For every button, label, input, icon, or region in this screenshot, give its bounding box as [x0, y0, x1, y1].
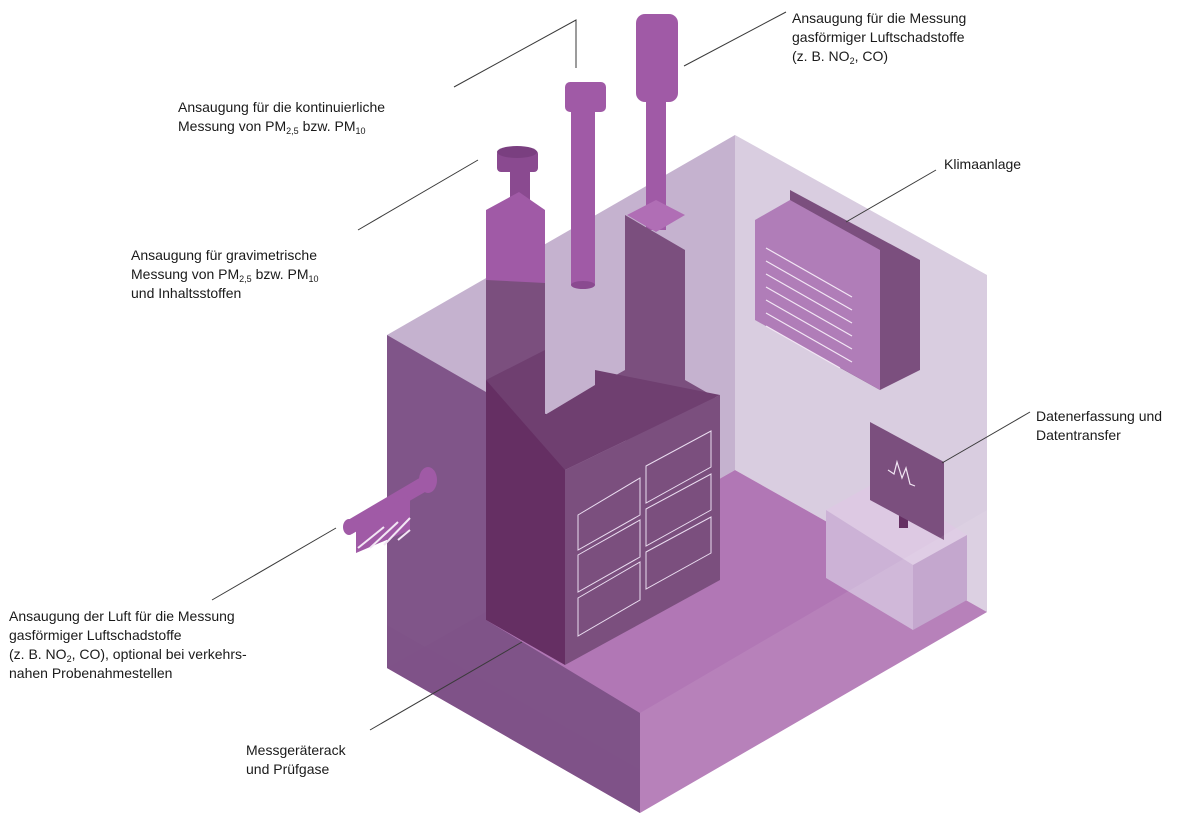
rack-top — [486, 350, 720, 470]
label-pm-continuous: Ansaugung für die kontinuierliche Messun… — [178, 98, 385, 136]
label-luft-line3: (z. B. NO2, CO), optional bei verkehrs- — [9, 646, 247, 664]
label-gas-inlet-line1: Ansaugung für die Messung — [792, 10, 967, 26]
leader-pm-gravimetric — [357, 159, 479, 231]
front-left-wall — [387, 335, 640, 813]
label-pm-gravimetric-line3: und Inhaltsstoffen — [131, 285, 242, 301]
label-klimaanlage: Klimaanlage — [944, 155, 1021, 174]
label-gas-inlet-line3: (z. B. NO2, CO) — [792, 48, 889, 66]
pm-continuous-inlet — [565, 82, 606, 289]
leader-klima — [845, 169, 937, 223]
label-gas-inlet-line2: gasförmiger Luftschadstoffe — [792, 29, 965, 45]
rack-side — [565, 395, 720, 665]
label-pm-continuous-line2: Messung von PM2,5 bzw. PM10 — [178, 118, 366, 136]
label-datenerfassung: Datenerfassung und Datentransfer — [1036, 407, 1162, 445]
ac-vents — [765, 247, 853, 369]
label-datenerfassung-line1: Datenerfassung und — [1036, 408, 1163, 424]
equipment-table-top — [826, 480, 967, 565]
label-pm-gravimetric-line2: Messung von PM2,5 bzw. PM10 — [131, 266, 319, 284]
rack-drawers — [577, 430, 712, 637]
pm-gravimetric-inlet — [486, 146, 545, 298]
leader-rack — [369, 641, 523, 731]
label-luft-line4: nahen Probenahmestellen — [9, 665, 173, 681]
leader-gas-top — [683, 11, 787, 67]
label-pm-continuous-line1: Ansaugung für die kontinuierliche — [178, 99, 386, 115]
label-pm-gravimetric: Ansaugung für gravimetrische Messung von… — [131, 246, 319, 303]
label-klimaanlage-line1: Klimaanlage — [944, 156, 1022, 172]
label-messgeraeterack: Messgeräterack und Prüfgase — [246, 741, 346, 779]
label-luft-line2: gasförmiger Luftschadstoffe — [9, 627, 182, 643]
label-datenerfassung-line2: Datentransfer — [1036, 427, 1121, 443]
data-monitor — [870, 422, 944, 540]
label-pm-gravimetric-line1: Ansaugung für gravimetrische — [131, 247, 317, 263]
leader-pm-continuous — [453, 19, 577, 88]
ac-front — [755, 200, 880, 390]
equipment-table-front — [826, 510, 913, 630]
rack-front — [486, 380, 565, 665]
equipment-table-side — [913, 535, 967, 630]
leader-daten — [941, 411, 1031, 464]
label-luft-ansaugung: Ansaugung der Luft für die Messung gasfö… — [9, 607, 247, 683]
label-rack-line1: Messgeräterack — [246, 742, 346, 758]
leader-lines — [211, 11, 1031, 731]
front-right-glass — [640, 510, 987, 813]
label-luft-line1: Ansaugung der Luft für die Messung — [9, 608, 235, 624]
gas-inlet — [627, 14, 685, 232]
leader-luft — [211, 527, 337, 601]
label-gas-inlet: Ansaugung für die Messung gasförmiger Lu… — [792, 9, 966, 66]
monitor-chart-icon — [887, 459, 916, 487]
label-rack-line2: und Prüfgase — [246, 761, 330, 777]
wall-air-intake — [343, 467, 437, 553]
